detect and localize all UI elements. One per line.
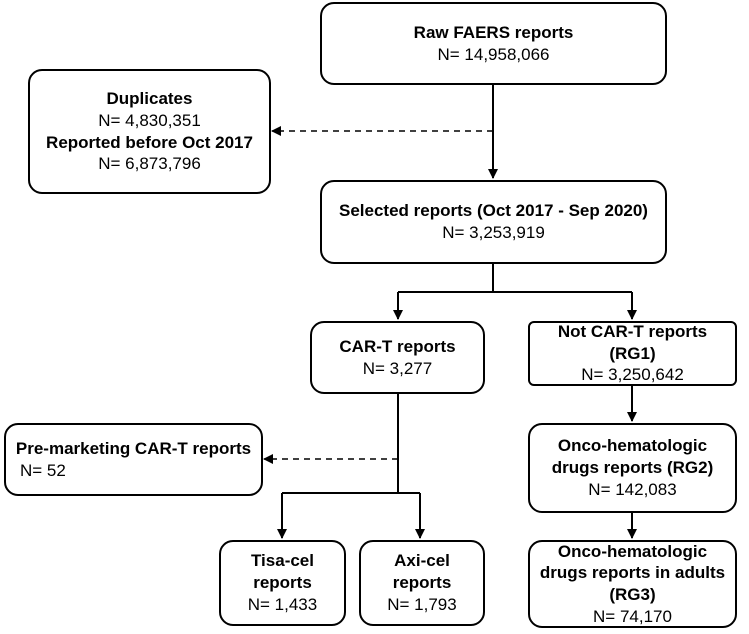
before-oct-title: Reported before Oct 2017 bbox=[46, 132, 253, 152]
onco-rg2-count: N= 142,083 bbox=[588, 479, 677, 499]
tisa-cel-count: N= 1,433 bbox=[247, 594, 318, 614]
onco-rg2-box: Onco-hematologic drugs reports (RG2) N= … bbox=[528, 423, 737, 513]
excluded-box: Duplicates N= 4,830,351 Reported before … bbox=[28, 69, 271, 194]
tisa-cel-box: Tisa-cel reports N= 1,433 bbox=[219, 540, 346, 626]
selected-reports-count: N= 3,253,919 bbox=[442, 223, 545, 242]
selected-reports-box: Selected reports (Oct 2017 - Sep 2020) N… bbox=[320, 180, 667, 264]
premarketing-title: Pre-marketing CAR-T reports bbox=[15, 438, 252, 458]
not-cart-box: Not CAR-T reports (RG1) N= 3,250,642 bbox=[528, 321, 737, 386]
axi-cel-title: Axi-cel reports bbox=[392, 551, 452, 593]
duplicates-title: Duplicates bbox=[106, 89, 193, 108]
cart-reports-box: CAR-T reports N= 3,277 bbox=[310, 321, 485, 394]
cart-reports-count: N= 3,277 bbox=[362, 358, 433, 378]
onco-rg3-box: Onco-hematologic drugs reports in adults… bbox=[528, 540, 737, 628]
not-cart-count: N= 3,250,642 bbox=[581, 365, 684, 385]
onco-rg2-title: Onco-hematologic drugs reports (RG2) bbox=[551, 436, 714, 478]
premarketing-box: Pre-marketing CAR-T reports N= 52 bbox=[4, 423, 263, 496]
raw-faers-title: Raw FAERS reports bbox=[413, 22, 574, 42]
not-cart-title: Not CAR-T reports (RG1) bbox=[557, 321, 708, 363]
raw-faers-count: N= 14,958,066 bbox=[437, 44, 550, 64]
onco-rg3-count: N= 74,170 bbox=[593, 606, 672, 626]
duplicates-count: N= 4,830,351 bbox=[98, 110, 201, 130]
before-oct-count: N= 6,873,796 bbox=[98, 154, 201, 174]
premarketing-count: N= 52 bbox=[20, 460, 66, 480]
tisa-cel-title: Tisa-cel reports bbox=[250, 551, 314, 593]
split-line-selected bbox=[398, 263, 632, 293]
axi-cel-box: Axi-cel reports N= 1,793 bbox=[359, 540, 485, 626]
raw-faers-box: Raw FAERS reports N= 14,958,066 bbox=[320, 2, 667, 85]
cart-reports-title: CAR-T reports bbox=[339, 336, 456, 356]
line-cart-down bbox=[282, 393, 420, 494]
selected-reports-title: Selected reports (Oct 2017 - Sep 2020) bbox=[339, 201, 648, 221]
axi-cel-count: N= 1,793 bbox=[387, 594, 457, 614]
onco-rg3-title: Onco-hematologic drugs reports in adults… bbox=[539, 541, 726, 605]
